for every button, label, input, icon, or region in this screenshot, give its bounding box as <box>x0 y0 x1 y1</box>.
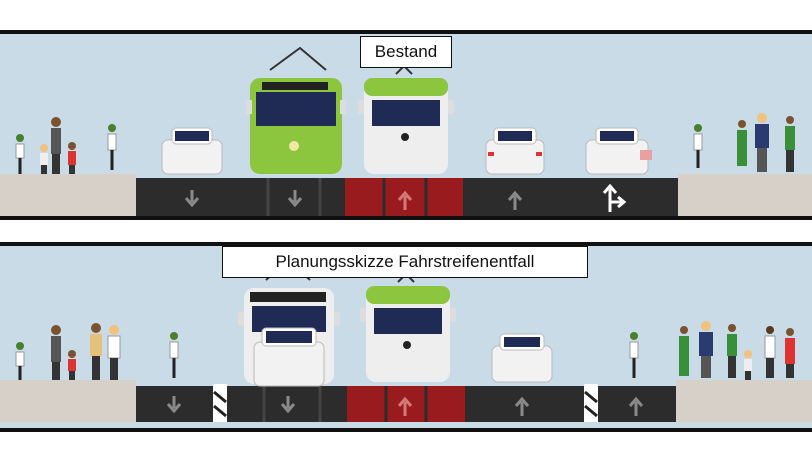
arrow-down-icon <box>280 396 296 414</box>
sidewalk-right <box>676 380 812 422</box>
pedestrian-icon <box>785 116 795 172</box>
cyclist-icon <box>629 332 639 378</box>
arrow-down-icon <box>166 396 182 414</box>
street-section-existing <box>0 30 812 220</box>
pedestrian-icon <box>764 326 776 378</box>
cyclist-icon <box>107 124 117 170</box>
arrow-up-icon <box>397 396 413 416</box>
barrier-post-icon <box>584 384 598 422</box>
pedestrian-icon <box>51 325 61 380</box>
arrow-down-icon <box>184 190 200 208</box>
car-icon <box>485 127 545 175</box>
sidewalk-right <box>678 174 812 216</box>
pedestrian-icon <box>40 144 48 174</box>
arrow-up-icon <box>397 190 413 210</box>
car-icon <box>585 127 652 175</box>
car-icon <box>253 327 325 387</box>
panel-title: Bestand <box>360 36 452 68</box>
panel-title: Planungsskizze Fahrstreifenentfall <box>222 246 588 278</box>
pedestrian-icon <box>727 324 737 378</box>
pedestrian-icon <box>755 113 769 172</box>
arrow-up-right-icon <box>602 183 627 212</box>
pedestrian-icon <box>744 350 752 380</box>
street-section-planned <box>0 242 812 432</box>
cyclist-icon <box>15 342 25 380</box>
arrow-up-icon <box>514 396 530 416</box>
cyclist-icon <box>693 124 703 168</box>
pedestrian-icon <box>68 350 76 380</box>
pedestrian-icon <box>51 117 61 174</box>
sidewalk-left <box>0 174 136 216</box>
pedestrian-icon <box>68 142 76 174</box>
arrow-down-icon <box>287 190 303 208</box>
pedestrian-icon <box>90 323 102 380</box>
cyclist-icon <box>169 332 179 378</box>
tram-icon <box>358 64 454 174</box>
tram-icon <box>360 272 456 382</box>
barrier-post-icon <box>213 384 227 422</box>
car-icon <box>161 127 223 175</box>
pedestrian-icon <box>737 120 747 166</box>
pedestrian-icon <box>679 326 689 376</box>
pedestrian-icon <box>107 325 121 380</box>
panel-existing: Bestand <box>0 30 812 220</box>
arrow-up-icon <box>507 190 523 210</box>
car-icon <box>491 333 553 383</box>
sidewalk-left <box>0 380 136 422</box>
tram-icon <box>246 46 346 174</box>
cyclist-icon <box>15 134 25 174</box>
panel-planned: Planungsskizze Fahrstreifenentfall <box>0 232 812 459</box>
pedestrian-icon <box>785 328 795 378</box>
arrow-up-icon <box>628 396 644 416</box>
pedestrian-icon <box>699 321 713 378</box>
